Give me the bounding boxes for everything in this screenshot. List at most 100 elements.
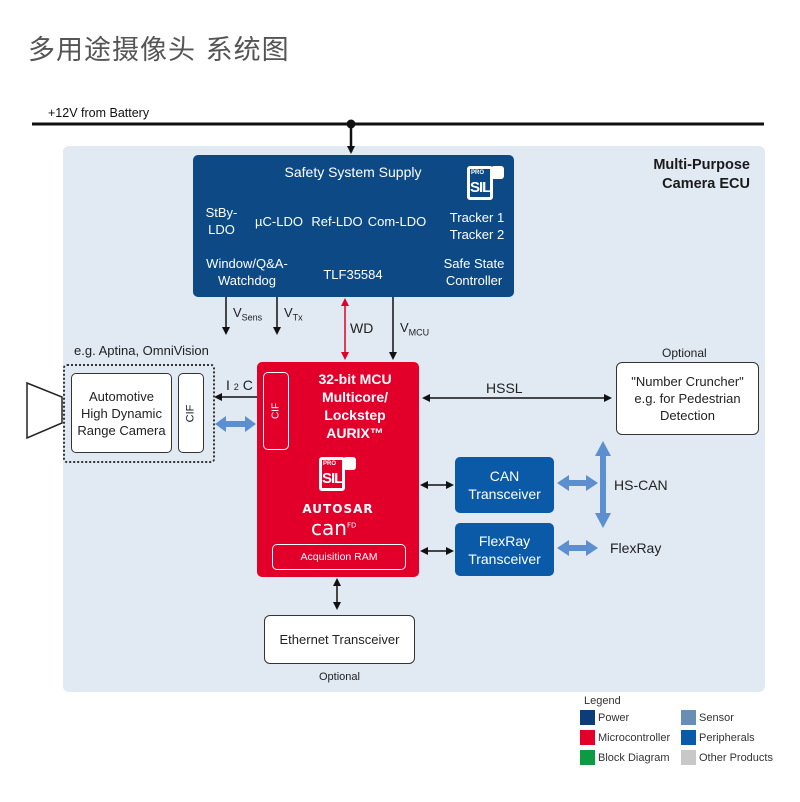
vsens-v: V <box>233 305 242 320</box>
mcu-badge-pro: PRO <box>323 461 337 467</box>
legend-label-other-products: Other Products <box>699 751 773 764</box>
can-fd-logo-icon: canFD <box>311 516 356 540</box>
vsens-sub: Sens <box>241 312 263 323</box>
can-logo-text: can <box>311 516 347 540</box>
legend-swatch-other-products <box>681 750 696 765</box>
legend-swatch-sensor <box>681 710 696 725</box>
vmcu-v: V <box>400 320 409 335</box>
safe-state-line2: Controller <box>445 273 503 288</box>
ref-ldo-label: Ref-LDO <box>311 214 363 229</box>
ethernet-label: Ethernet Transceiver <box>279 632 400 647</box>
legend-swatch-microcontroller <box>580 730 595 745</box>
cif-bus-arrow <box>215 416 256 432</box>
legend-label-power: Power <box>598 711 630 724</box>
legend-item-block-diagram: Block Diagram <box>580 750 670 765</box>
stby-ldo-line1: StBy- <box>205 205 238 220</box>
hs-can-vertical-arrow <box>595 441 611 528</box>
legend-label-peripherals: Peripherals <box>699 731 755 744</box>
ecu-title-line1: Multi-Purpose <box>653 157 750 173</box>
stby-ldo-line2: LDO <box>208 222 235 237</box>
badge-pro: PRO <box>471 170 485 176</box>
can-transceiver-line1: CAN <box>489 468 520 484</box>
camera-line1: Automotive <box>88 388 155 404</box>
legend-item-other-products: Other Products <box>681 750 773 765</box>
can-fd-sup: FD <box>346 521 357 530</box>
mcu-badge-sil: SIL <box>322 470 343 487</box>
supply-title: Safety System Supply <box>284 164 422 180</box>
watchdog-line2: Watchdog <box>217 273 277 288</box>
number-cruncher-line1: "Number Cruncher" <box>631 374 744 389</box>
mcu-title: 32-bit MCU Multicore/ Lockstep AURIX™ <box>295 370 415 442</box>
com-ldo-label: Com-LDO <box>367 214 427 229</box>
camera-cif-label: CIF <box>184 404 197 422</box>
mcu-block: CIF 32-bit MCU Multicore/ Lockstep AURIX… <box>257 362 419 577</box>
hssl-label: HSSL <box>486 380 523 396</box>
can-transceiver-line2: Transceiver <box>468 486 541 502</box>
flexray-label: FlexRay <box>610 540 662 556</box>
pro-sil-badge-icon: PRO SIL <box>467 166 505 204</box>
legend-item-microcontroller: Microcontroller <box>580 730 670 745</box>
mcu-line2: Multicore/ <box>321 389 389 405</box>
i2c-label: I 2 C <box>226 377 253 393</box>
ethernet-optional-label: Optional <box>319 671 360 683</box>
mcu-cif-label: CIF <box>270 402 282 420</box>
vtx-sub: Tx <box>292 312 303 323</box>
ecu-title-line2: Camera ECU <box>662 176 750 192</box>
camera-line2: High Dynamic <box>81 405 162 421</box>
i2c-2: 2 <box>233 382 239 392</box>
legend-item-sensor: Sensor <box>681 710 734 725</box>
legend-swatch-peripherals <box>681 730 696 745</box>
legend-swatch-block-diagram <box>580 750 595 765</box>
legend-label-microcontroller: Microcontroller <box>598 731 671 744</box>
tracker1-label: Tracker 1 <box>449 210 505 225</box>
legend-item-peripherals: Peripherals <box>681 730 755 745</box>
number-cruncher-line2: e.g. for Pedestrian <box>634 391 741 406</box>
vsens-label: VSens <box>233 305 262 323</box>
i2c-c: C <box>242 377 253 393</box>
watchdog-label: Window/Q&A- Watchdog <box>199 255 295 289</box>
safe-state-controller-label: Safe State Controller <box>437 255 511 289</box>
safety-system-supply-block: Safety System Supply StBy- LDO µC-LDO Re… <box>193 155 514 297</box>
number-cruncher-block: "Number Cruncher" e.g. for Pedestrian De… <box>616 362 759 435</box>
watchdog-line1: Window/Q&A- <box>206 256 288 271</box>
ecu-title: Multi-Purpose Camera ECU <box>600 156 750 194</box>
flexray-transceiver-line1: FlexRay <box>478 532 531 549</box>
legend-title: Legend <box>584 695 621 707</box>
ethernet-transceiver-block: Ethernet Transceiver <box>264 615 415 664</box>
vmcu-sub: MCU <box>408 327 430 338</box>
vmcu-label: VMCU <box>400 320 429 338</box>
camera-cif-block: CIF <box>178 373 204 453</box>
page-title: 多用途摄像头 系统图 <box>28 35 290 66</box>
safe-state-line1: Safe State <box>443 256 505 271</box>
tracker2-label: Tracker 2 <box>449 227 505 242</box>
mcu-line3: Lockstep <box>324 407 386 423</box>
battery-label: +12V from Battery <box>48 106 150 120</box>
legend-label-sensor: Sensor <box>699 711 734 724</box>
autosar-logo-icon: AUTOSAR <box>302 502 374 516</box>
i2c-i: I <box>226 377 230 393</box>
camera-lens-icon <box>26 381 63 440</box>
mcu-line1: 32-bit MCU <box>318 371 392 387</box>
flexray-transceiver-block: FlexRay Transceiver <box>455 523 554 576</box>
vtx-v: V <box>284 305 293 320</box>
number-cruncher-line3: Detection <box>660 408 715 423</box>
camera-vendors-label: e.g. Aptina, OmniVision <box>74 343 209 358</box>
badge-sil: SIL <box>470 179 491 196</box>
flexray-transceiver-line2: Transceiver <box>468 550 541 567</box>
can-transceiver-block: CAN Transceiver <box>455 457 554 513</box>
tracker-label: Tracker 1 Tracker 2 <box>443 209 511 243</box>
mcu-line4: AURIX™ <box>326 425 384 441</box>
wd-label: WD <box>350 320 374 336</box>
uc-ldo-label: µC-LDO <box>255 214 303 229</box>
legend-label-block-diagram: Block Diagram <box>598 751 670 764</box>
flexray-bus-arrow <box>557 540 598 556</box>
acquisition-ram-block: Acquisition RAM <box>272 544 406 570</box>
mcu-cif-block: CIF <box>263 372 289 450</box>
camera-module-boundary <box>63 364 215 463</box>
legend-swatch-power <box>580 710 595 725</box>
part-number: TLF35584 <box>323 267 383 282</box>
mcu-pro-sil-badge-icon: PRO SIL <box>319 457 357 495</box>
vtx-label: VTx <box>284 305 303 323</box>
stby-ldo-label: StBy- LDO <box>199 204 244 238</box>
